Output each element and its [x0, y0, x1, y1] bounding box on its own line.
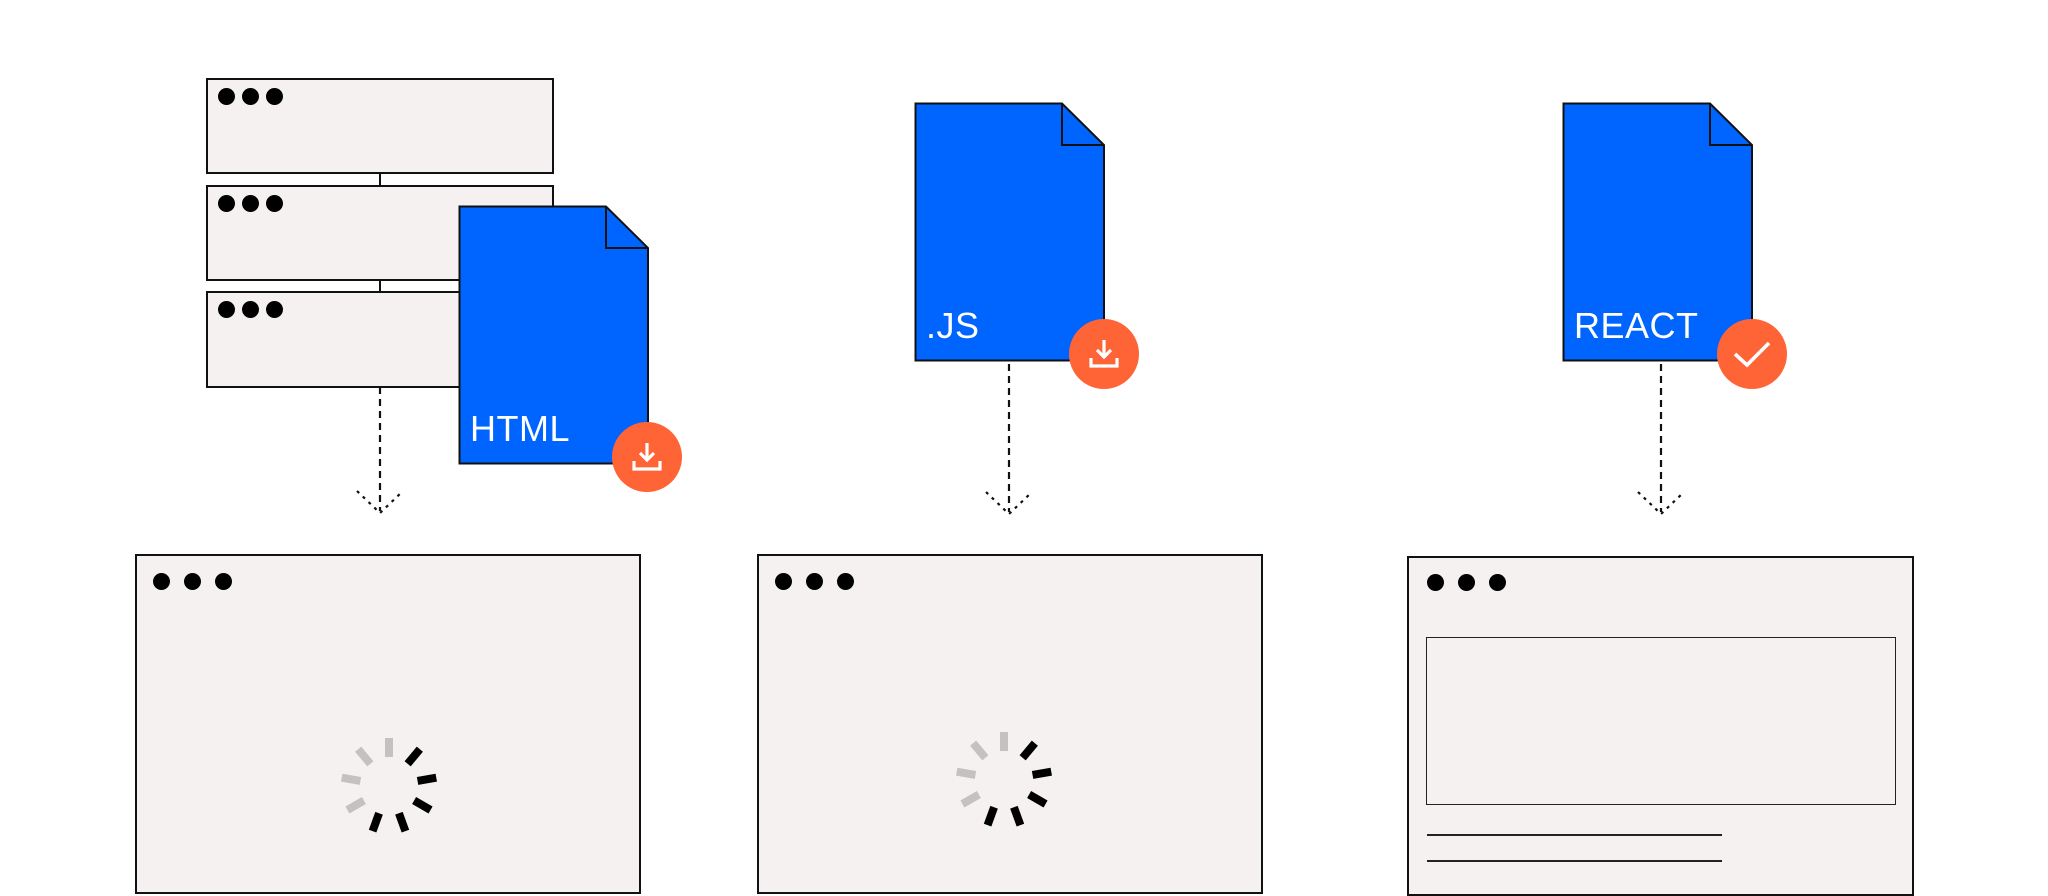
react-file-icon: REACT — [1562, 102, 1754, 362]
window-dots-icon — [1427, 574, 1506, 591]
download-icon — [632, 443, 662, 471]
window-dots-icon — [775, 573, 854, 590]
browser-window-loading — [135, 554, 641, 894]
download-badge — [1069, 319, 1139, 389]
html-file-icon: HTML — [458, 205, 650, 465]
server-connector — [379, 279, 381, 292]
server-connector — [379, 172, 381, 186]
download-icon — [1089, 340, 1119, 368]
check-icon — [1733, 341, 1771, 368]
down-arrow-connector — [355, 387, 405, 517]
js-file-icon: .JS — [914, 102, 1106, 362]
file-label: .JS — [926, 305, 980, 346]
window-dots-icon — [218, 88, 283, 105]
loading-spinner-icon — [329, 726, 449, 846]
server-row — [206, 78, 554, 174]
browser-window-rendered — [1407, 556, 1914, 896]
down-arrow-connector — [1636, 362, 1686, 517]
file-label: HTML — [470, 408, 570, 449]
browser-window-loading — [757, 554, 1263, 894]
file-label: REACT — [1574, 305, 1699, 346]
down-arrow-connector — [984, 362, 1034, 517]
window-dots-icon — [218, 301, 283, 318]
download-badge — [612, 422, 682, 492]
text-line — [1427, 834, 1722, 836]
content-block — [1426, 637, 1896, 805]
window-dots-icon — [153, 573, 232, 590]
window-dots-icon — [218, 195, 283, 212]
text-line — [1427, 860, 1722, 862]
loading-spinner-icon — [944, 720, 1064, 840]
check-badge — [1717, 319, 1787, 389]
